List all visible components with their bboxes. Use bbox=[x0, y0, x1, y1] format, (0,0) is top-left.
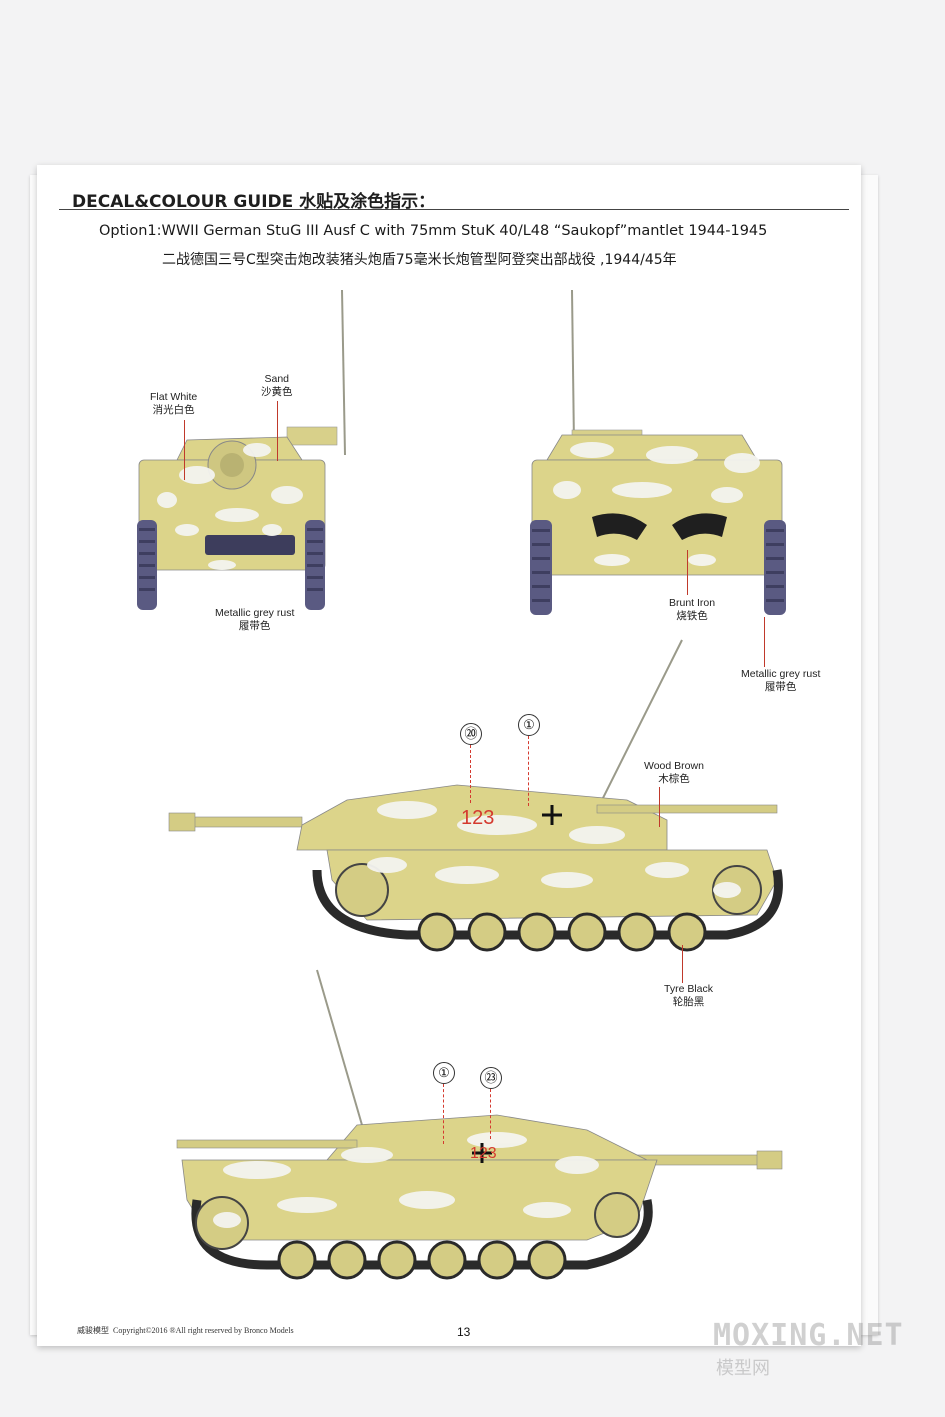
sand-leader bbox=[277, 401, 278, 461]
flat-white-leader bbox=[184, 420, 185, 480]
side-view-left-drawing bbox=[168, 639, 783, 952]
decal-callout-23: ㉓ bbox=[480, 1067, 502, 1089]
decal-callout-1-top: ① bbox=[518, 714, 540, 736]
option-title-en: Option1:WWII German StuG III Ausf C with… bbox=[99, 223, 768, 239]
side-view-right-drawing bbox=[176, 969, 783, 1280]
rear-view-drawing bbox=[530, 289, 786, 615]
tyre-black-leader bbox=[682, 945, 683, 983]
option-title-cn: 二战德国三号C型突击炮改装猪头炮盾75毫米长炮管型阿登突出部战役 ,1944/4… bbox=[162, 252, 677, 268]
wood-brown-leader bbox=[659, 787, 660, 827]
decal-callout-20: ⑳ bbox=[460, 723, 482, 745]
decal-leader-1-top bbox=[528, 736, 529, 806]
footer-copyright: 威骏模型 Copyright©2016 ®All right reserved … bbox=[77, 1326, 294, 1335]
page-number: 13 bbox=[457, 1325, 471, 1339]
unit-number-decal-left: 123 bbox=[461, 807, 495, 829]
decal-leader-1-bottom bbox=[443, 1084, 444, 1144]
metallic-grey-rear-leader bbox=[764, 617, 765, 667]
title-rule bbox=[59, 209, 849, 210]
unit-number-decal-right: 123 bbox=[470, 1145, 497, 1162]
decal-leader-23 bbox=[490, 1089, 491, 1139]
decal-leader-20 bbox=[470, 745, 471, 803]
watermark-text: MOXING.NET bbox=[713, 1318, 904, 1353]
instruction-page: DECAL&COLOUR GUIDE 水贴及涂色指示： Option1:WWII… bbox=[37, 165, 861, 1346]
watermark-text-cn: 模型网 bbox=[716, 1358, 770, 1379]
decal-callout-1-bottom: ① bbox=[433, 1062, 455, 1084]
front-view-drawing bbox=[137, 289, 346, 610]
brunt-iron-leader bbox=[687, 550, 688, 595]
guide-title: DECAL&COLOUR GUIDE 水贴及涂色指示： bbox=[72, 192, 436, 212]
